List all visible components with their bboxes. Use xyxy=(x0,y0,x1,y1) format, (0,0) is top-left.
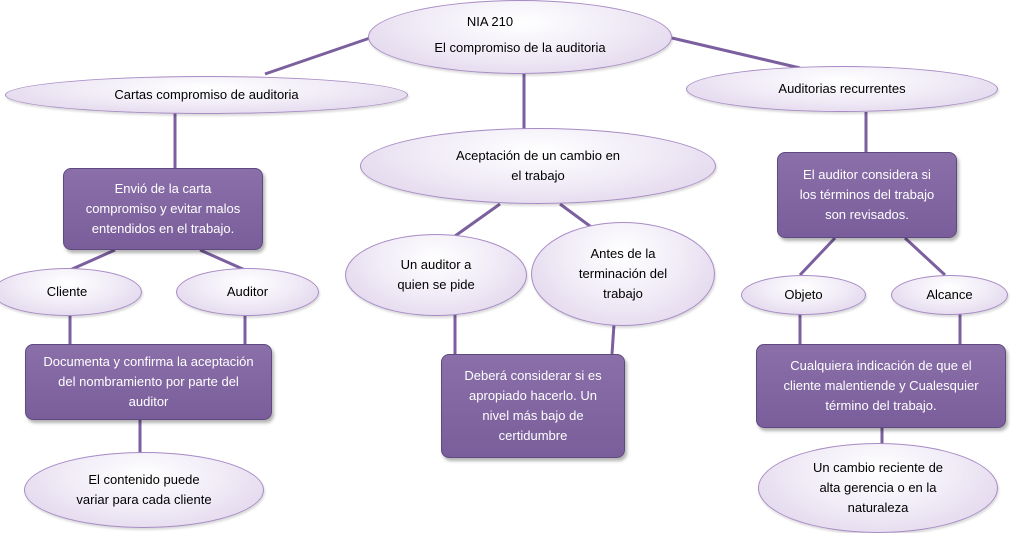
right-child-alcance: Alcance xyxy=(891,275,1008,315)
left-child-auditor-label: Auditor xyxy=(226,284,269,299)
left-branch-label: Cartas compromiso de auditoria xyxy=(114,87,299,102)
right-box: El auditor considera si los términos del… xyxy=(777,152,957,238)
center-branch-node: Aceptación de un cambio en el trabajo xyxy=(360,128,716,204)
left-child-auditor: Auditor xyxy=(176,268,319,316)
center-result-box: Deberá considerar si es apropiado hacerl… xyxy=(441,354,625,458)
right-branch-node: Auditorias recurrentes xyxy=(686,66,998,112)
left-note-text: El contenido puede variar para cada clie… xyxy=(76,472,212,507)
connector-center-branch-left xyxy=(454,202,501,238)
right-result-text: Cualquiera indicación de que el cliente … xyxy=(783,358,979,413)
connector-root-left xyxy=(264,36,371,76)
left-child-cliente: Cliente xyxy=(0,268,142,316)
root-title: NIA 210 xyxy=(466,14,514,29)
connector-left-box-cliente xyxy=(69,248,116,272)
connector-right-box-objeto xyxy=(798,236,837,277)
connector-center-right-result xyxy=(610,323,616,355)
right-result-box: Cualquiera indicación de que el cliente … xyxy=(756,344,1006,428)
left-branch-node: Cartas compromiso de auditoria xyxy=(5,76,408,114)
right-note: Un cambio reciente de alta gerencia o en… xyxy=(758,443,998,533)
left-box-text: Envió de la carta compromiso y evitar ma… xyxy=(85,181,241,236)
left-note: El contenido puede variar para cada clie… xyxy=(24,452,264,528)
right-child-objeto-label: Objeto xyxy=(784,287,823,302)
center-branch-label: Aceptación de un cambio en el trabajo xyxy=(455,148,621,183)
center-child-right-label: Antes de la terminación del trabajo xyxy=(578,246,668,301)
right-box-text: El auditor considera si los términos del… xyxy=(799,167,935,222)
left-result-box: Documenta y confirma la aceptación del n… xyxy=(25,344,272,420)
connector-left-box-auditor xyxy=(199,248,246,272)
center-child-left-label: Un auditor a quien se pide xyxy=(397,257,475,292)
right-note-text: Un cambio reciente de alta gerencia o en… xyxy=(812,460,944,515)
center-result-text: Deberá considerar si es apropiado hacerl… xyxy=(464,368,602,443)
root-node: NIA 210 El compromiso de la auditoria xyxy=(368,0,672,74)
root-subtitle: El compromiso de la auditoria xyxy=(434,40,606,55)
left-box: Envió de la carta compromiso y evitar ma… xyxy=(63,168,263,250)
right-child-alcance-label: Alcance xyxy=(926,287,973,302)
connector-root-right xyxy=(671,36,801,70)
connector-right-box-alcance xyxy=(903,236,947,277)
left-child-cliente-label: Cliente xyxy=(46,284,88,299)
center-child-right: Antes de la terminación del trabajo xyxy=(531,222,715,326)
left-result-text: Documenta y confirma la aceptación del n… xyxy=(43,354,254,409)
right-branch-label: Auditorias recurrentes xyxy=(778,81,906,96)
right-child-objeto: Objeto xyxy=(741,275,866,315)
center-child-left: Un auditor a quien se pide xyxy=(345,234,527,316)
